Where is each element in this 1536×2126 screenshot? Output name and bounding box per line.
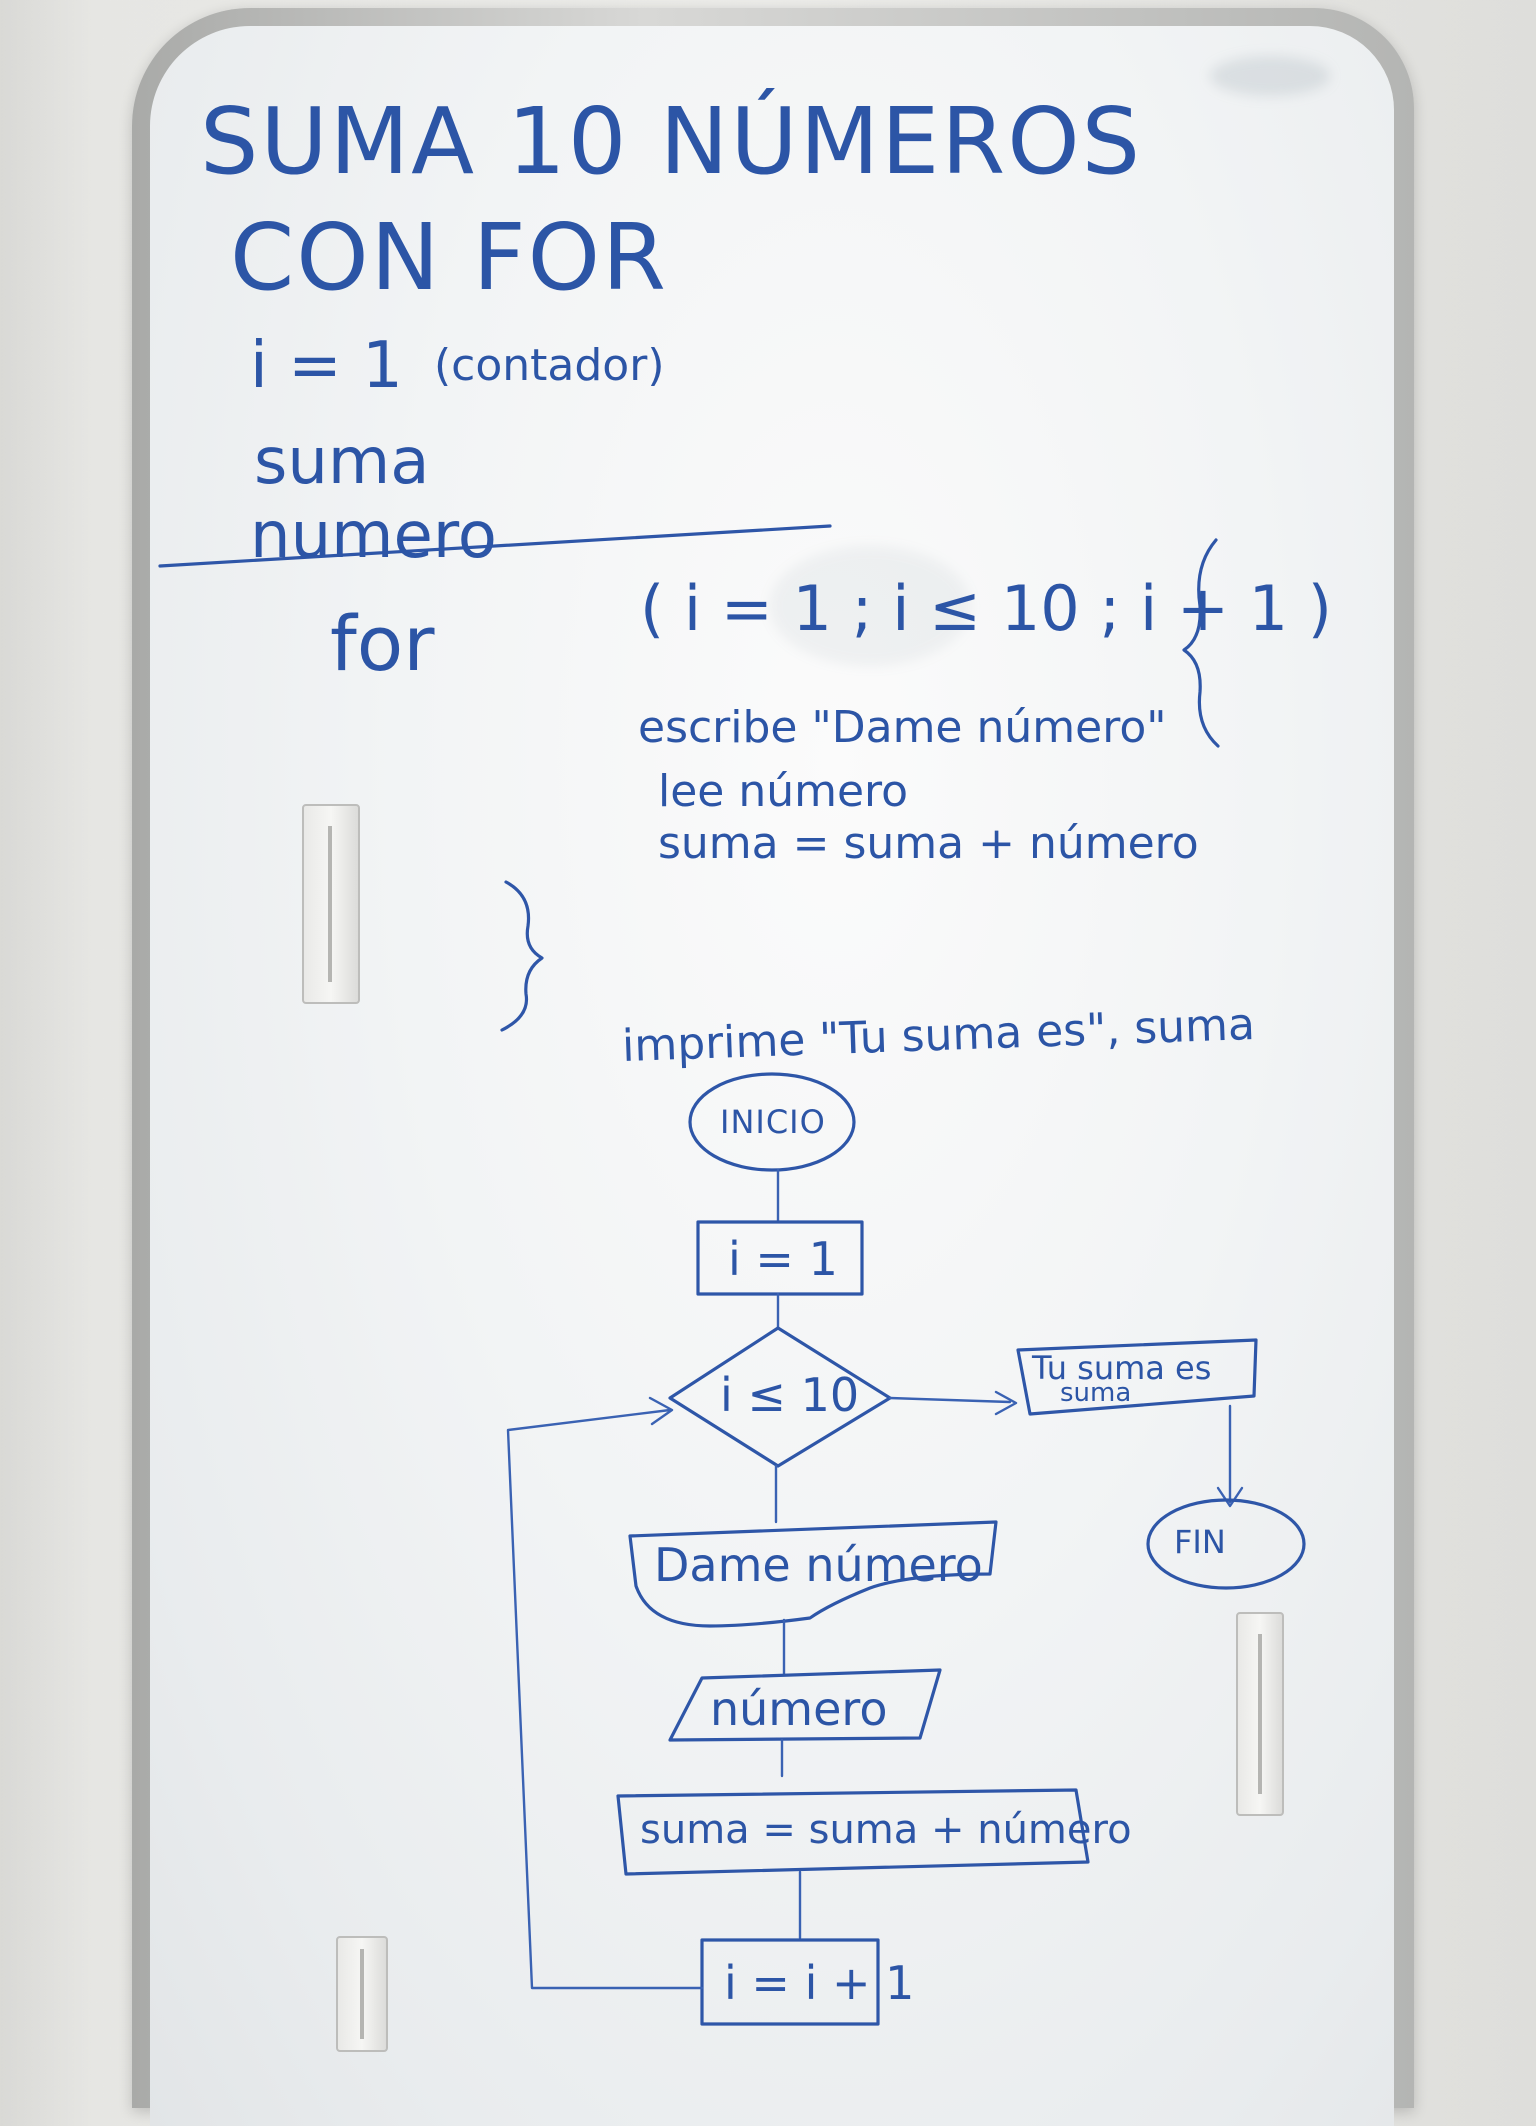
board-drawing [158,524,1306,2026]
connector-decision-result [888,1396,1012,1404]
process-label: suma = suma + número [640,1807,1132,1853]
display-prompt-shape [628,1520,998,1628]
for-header: ( i = 1 ; i ≤ 10 ; i + 1 ) [640,572,1332,645]
pseudo-line-3: suma = suma + número [658,818,1199,869]
result-label-2: suma [1060,1378,1132,1408]
eraser-smudge [1210,56,1330,96]
init-label: i = 1 [728,1232,838,1286]
for-keyword: for [330,599,435,688]
number-variable: numero [250,499,497,573]
title-line-1: SUMA 10 NÚMEROS [200,88,1143,195]
decision-diamond [668,1326,892,1468]
result-label-1: Tu suma es [1032,1349,1212,1387]
loop-back-line [506,1408,704,1990]
increment-process-box [700,1938,880,2026]
pseudo-line-1: escribe "Dame número" [638,702,1167,753]
pseudo-line-2: lee número [658,766,909,817]
result-output-box [1016,1338,1258,1416]
close-brace-shape [500,880,544,1032]
arrowhead-end [1216,1486,1244,1508]
init-process-box [696,1220,864,1296]
condition-label: i ≤ 10 [720,1368,860,1422]
input-parallelogram [668,1668,942,1742]
open-brace-shape [1182,538,1220,748]
arrowhead-loop [648,1396,674,1426]
title-line-2: CON FOR [230,204,668,311]
output-prompt-label: Dame número [654,1538,983,1592]
start-label: INICIO [720,1103,826,1141]
faint-smudge [770,546,970,666]
mount-clip-bottom [336,1936,388,2052]
sum-process-box [616,1788,1090,1876]
increment-label: i = i + 1 [724,1956,915,2010]
input-label: número [710,1682,888,1736]
whiteboard-surface: SUMA 10 NÚMEROS CON FOR i = 1 (contador)… [150,26,1394,2126]
start-terminator [688,1072,856,1172]
counter-declaration: i = 1 [250,329,403,403]
arrowhead-result [994,1390,1018,1416]
divider-line [158,524,832,568]
end-terminator [1146,1498,1306,1590]
mount-clip-right [1236,1612,1284,1816]
end-label: FIN [1174,1523,1226,1561]
mount-clip-left [302,804,360,1004]
counter-note: (contador) [434,340,665,391]
sum-variable: suma [254,425,430,499]
